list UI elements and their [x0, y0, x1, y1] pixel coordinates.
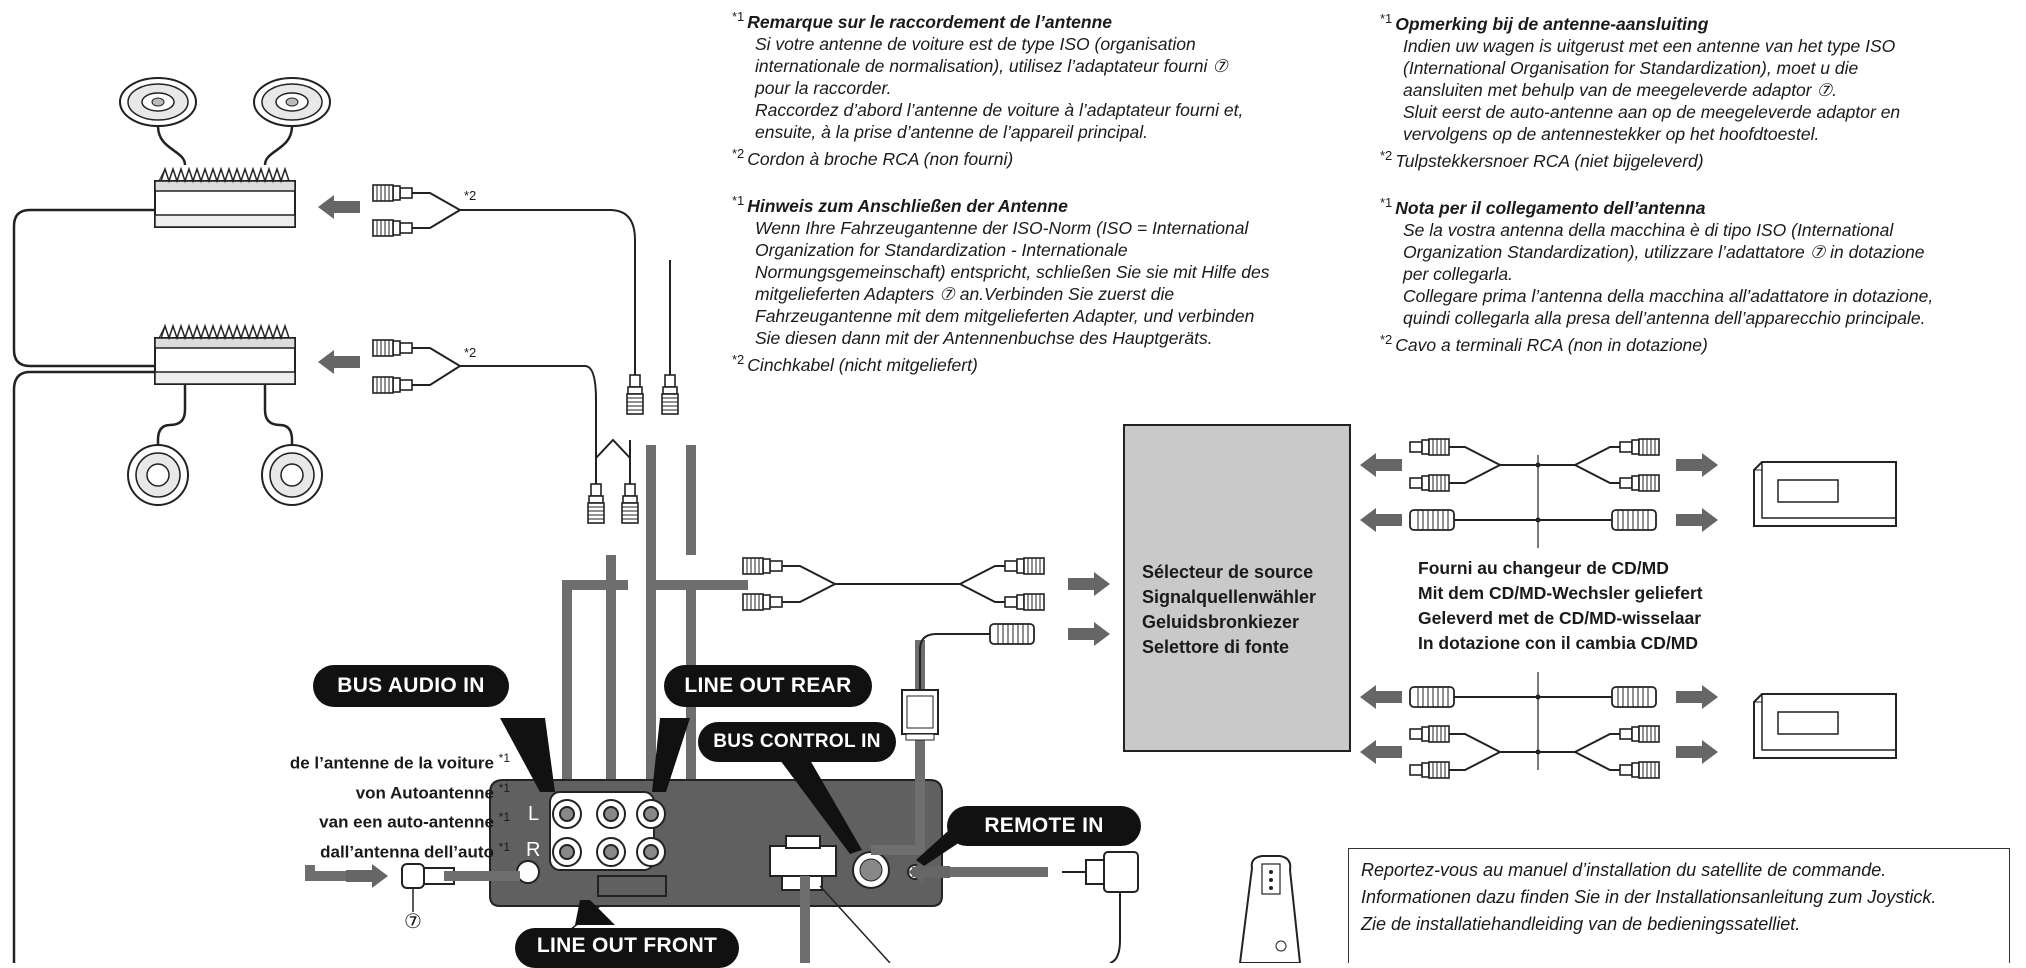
- tag-bus-control-in: BUS CONTROL IN: [698, 722, 896, 762]
- arrow-icon: [1068, 622, 1110, 646]
- cd-changer-bottom-icon: [1753, 693, 1897, 759]
- antenna-adapter-icon: [401, 863, 466, 912]
- round-speaker-left-icon: [127, 444, 189, 506]
- marker-star2: *2: [464, 188, 477, 203]
- rca-pair-amp1: [373, 185, 412, 236]
- rca-plugs-vertical: [588, 260, 678, 523]
- channel-right-label: R: [526, 839, 541, 861]
- amplifier-middle-icon: [154, 321, 296, 385]
- adapter-number: ⑦: [404, 911, 422, 933]
- bus-cable-plug-icon: [901, 689, 939, 741]
- speakers-front-pair: [119, 77, 331, 127]
- channel-left-label: L: [528, 803, 540, 825]
- note-de-title: Hinweis zum Anschließen der Antenne: [747, 195, 1068, 216]
- arrow-icon: [318, 350, 360, 374]
- joystick-icon: [1238, 855, 1302, 963]
- source-selector-label: Sélecteur de source Signalquellenwähler …: [1142, 562, 1317, 657]
- tag-bus-audio-in: BUS AUDIO IN: [313, 665, 509, 707]
- changer-top-cables: [1360, 438, 1718, 548]
- head-unit: [489, 779, 943, 907]
- cd-changer-top-icon: [1753, 461, 1897, 527]
- amplifier-top-icon: [154, 164, 296, 228]
- antenna-labels: de l’antenne de la voiture *1 von Autoan…: [289, 751, 510, 862]
- changer-supplied-label: Fourni au changeur de CD/MD Mit dem CD/M…: [1418, 558, 1703, 653]
- note-fr-title: Remarque sur le raccordement de l’antenn…: [747, 11, 1113, 32]
- round-speaker-right-icon: [261, 444, 323, 506]
- tag-line-out-rear: LINE OUT REAR: [664, 665, 872, 707]
- changer-bottom-cables: [1360, 672, 1718, 779]
- note-it-cable: Cavo a terminali RCA (non in dotazione): [1395, 334, 1708, 355]
- rca-pair-selector-in: [743, 557, 1045, 611]
- marker-star2: *2: [464, 345, 477, 360]
- source-selector-box: [1123, 424, 1351, 752]
- note-nl-cable: Tulpstekkersnoer RCA (niet bijgeleverd): [1395, 150, 1704, 171]
- tag-line-out-front: LINE OUT FRONT: [515, 928, 739, 968]
- arrow-icon: [346, 864, 388, 888]
- oval-speaker-right-icon: [253, 77, 331, 127]
- note-de-cable: Cinchkabel (nicht mitgeliefert): [747, 354, 978, 375]
- arrow-icon: [1068, 572, 1110, 596]
- note-nl-title: Opmerking bij de antenne-aansluiting: [1395, 13, 1709, 34]
- joystick-note-box: Reportez-vous au manuel d’installation d…: [1348, 848, 2010, 963]
- remote-plug-icon: [1062, 851, 1139, 963]
- rca-pair-amp2: [373, 340, 412, 393]
- tag-remote-in: REMOTE IN: [947, 806, 1141, 846]
- oval-speaker-left-icon: [119, 77, 197, 127]
- arrow-icon: [318, 195, 360, 219]
- note-it-title: Nota per il collegamento dell’antenna: [1395, 197, 1706, 218]
- note-fr-cable: Cordon à broche RCA (non fourni): [747, 148, 1014, 169]
